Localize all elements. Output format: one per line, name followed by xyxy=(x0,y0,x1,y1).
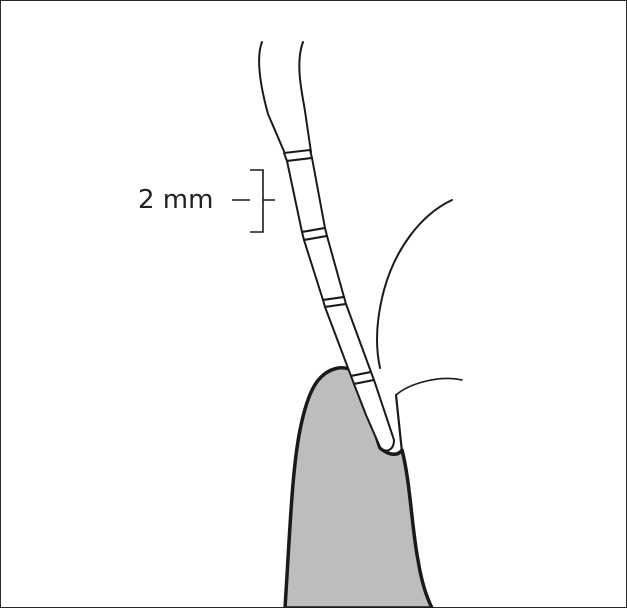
measurement-bracket-icon xyxy=(250,170,275,232)
tooth-icon xyxy=(285,368,432,608)
measurement-label: 2 mm xyxy=(138,187,213,213)
gingiva-outline-icon xyxy=(377,200,462,452)
